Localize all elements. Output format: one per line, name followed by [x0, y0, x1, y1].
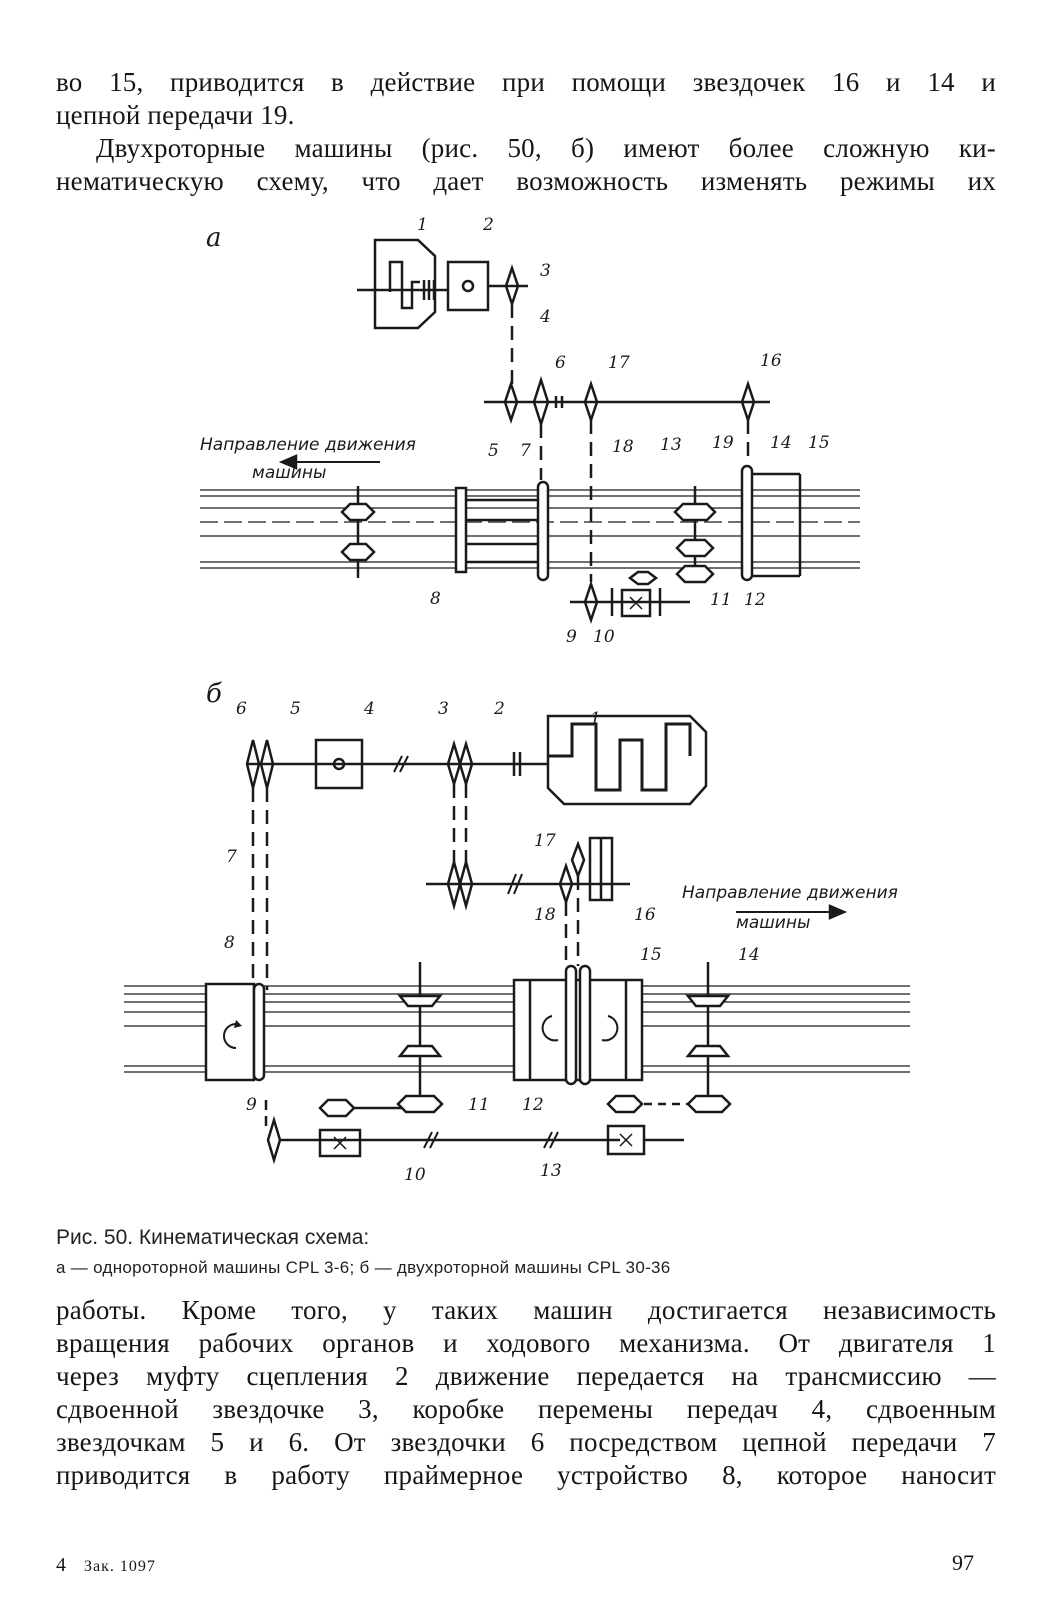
sprocket-14 — [740, 464, 754, 582]
rotor-13 — [673, 502, 717, 522]
label-a-3: 3 — [540, 261, 551, 281]
label-b-8: 8 — [224, 933, 235, 953]
diagram-a-label: а — [206, 223, 222, 253]
engine-b-1 — [546, 714, 708, 806]
text-line: сдвоенной звездочке 3, коробке перемены … — [56, 1394, 996, 1424]
primer-b-8 — [204, 982, 256, 1082]
label-b-11: 11 — [468, 1095, 490, 1115]
label-a-17: 17 — [608, 353, 630, 373]
label-a-7: 7 — [520, 441, 531, 461]
text-line: нематическую схему, что дает возможность… — [56, 166, 996, 196]
paragraph-top: во 15, приводится в действие при помощи … — [56, 66, 996, 198]
label-b-6: 6 — [236, 699, 247, 719]
label-a-18: 18 — [612, 437, 634, 457]
label-b-15: 15 — [640, 945, 662, 965]
label-b-7: 7 — [226, 847, 237, 867]
label-b-5: 5 — [290, 699, 301, 719]
label-a-16: 16 — [760, 351, 782, 371]
label-a-10: 10 — [593, 627, 615, 647]
label-a-13: 13 — [660, 435, 682, 455]
label-a-4: 4 — [539, 307, 551, 327]
kinematic-diagram: а Направление движения машины — [124, 215, 910, 1185]
label-a-11: 11 — [710, 590, 732, 610]
direction-text-a-2: машины — [252, 463, 326, 483]
text-line: во 15, приводится в действие при помощи … — [56, 67, 996, 97]
text-line: вращения рабочих органов и ходового меха… — [56, 1328, 996, 1358]
label-a-19: 19 — [712, 433, 734, 453]
label-b-14: 14 — [738, 945, 760, 965]
sprocket-5 — [503, 380, 519, 424]
figure-caption-title: Рис. 50. Кинематическая схема: — [56, 1226, 370, 1249]
crankshaft — [388, 260, 420, 310]
direction-text-b: Направление движения — [682, 883, 898, 903]
text-line: через муфту сцепления 2 движение передае… — [56, 1361, 996, 1391]
engine-1 — [373, 238, 437, 330]
page-footer-left: 4 Зак. 1097 — [56, 1554, 156, 1577]
label-b-1: 1 — [590, 709, 601, 729]
label-a-8: 8 — [430, 589, 441, 609]
sprocket-9 — [583, 580, 599, 624]
rail-a — [200, 489, 860, 569]
text-line: Двухроторные машины (рис. 50, б) имеют б… — [96, 133, 996, 163]
label-b-12: 12 — [522, 1095, 544, 1115]
label-b-16: 16 — [634, 905, 656, 925]
label-b-2: 2 — [493, 699, 505, 719]
gearbox-10 — [620, 588, 652, 618]
gearbox-b-4 — [314, 738, 364, 790]
signature-mark: 4 — [56, 1554, 66, 1576]
paragraph-bottom: работы. Кроме того, у таких машин достиг… — [56, 1294, 996, 1492]
primer-drum-8 — [536, 480, 550, 582]
diagram-b-label: б — [206, 679, 222, 709]
rotor-housing-b-12 — [512, 978, 644, 1082]
label-b-3: 3 — [438, 699, 449, 719]
brush-left-bottom — [340, 542, 376, 562]
label-a-14: 14 — [770, 433, 792, 453]
page-number: 97 — [952, 1550, 974, 1575]
figure-caption-legend: а — однороторной машины CPL 3-6; б — дву… — [56, 1258, 671, 1277]
label-a-15: 15 — [808, 433, 830, 453]
diagram-b: б Направление движения машины — [124, 679, 910, 1165]
label-a-6: 6 — [555, 353, 566, 373]
text-line: работы. Кроме того, у таких машин достиг… — [56, 1295, 996, 1325]
label-a-2: 2 — [482, 215, 494, 235]
label-b-10: 10 — [404, 1165, 426, 1185]
label-b-4: 4 — [363, 699, 375, 719]
label-b-13: 13 — [540, 1161, 562, 1181]
sprocket-b-9 — [266, 1115, 282, 1165]
label-b-9: 9 — [246, 1095, 257, 1115]
label-a-1: 1 — [417, 215, 428, 235]
gearbox-2 — [446, 260, 490, 312]
gearbox-b-10 — [318, 1128, 362, 1158]
label-b-18: 18 — [534, 905, 556, 925]
label-a-9: 9 — [566, 627, 577, 647]
text-line: приводится в работу праймерное устройств… — [56, 1460, 996, 1490]
direction-text-a: Направление движения — [200, 435, 416, 455]
brush-left-top — [340, 502, 376, 522]
label-a-5: 5 — [488, 441, 499, 461]
sprocket-b-17 — [570, 840, 586, 880]
diagram-a: а Направление движения машины — [200, 223, 860, 624]
label-a-12: 12 — [744, 590, 766, 610]
text-line: звездочкам 5 и 6. От звездочки 6 посредс… — [56, 1427, 996, 1457]
label-b-17: 17 — [534, 831, 556, 851]
text-line: цепной передачи 19. — [56, 100, 295, 130]
order-number: Зак. 1097 — [84, 1558, 156, 1575]
direction-text-b-2: машины — [736, 913, 810, 933]
